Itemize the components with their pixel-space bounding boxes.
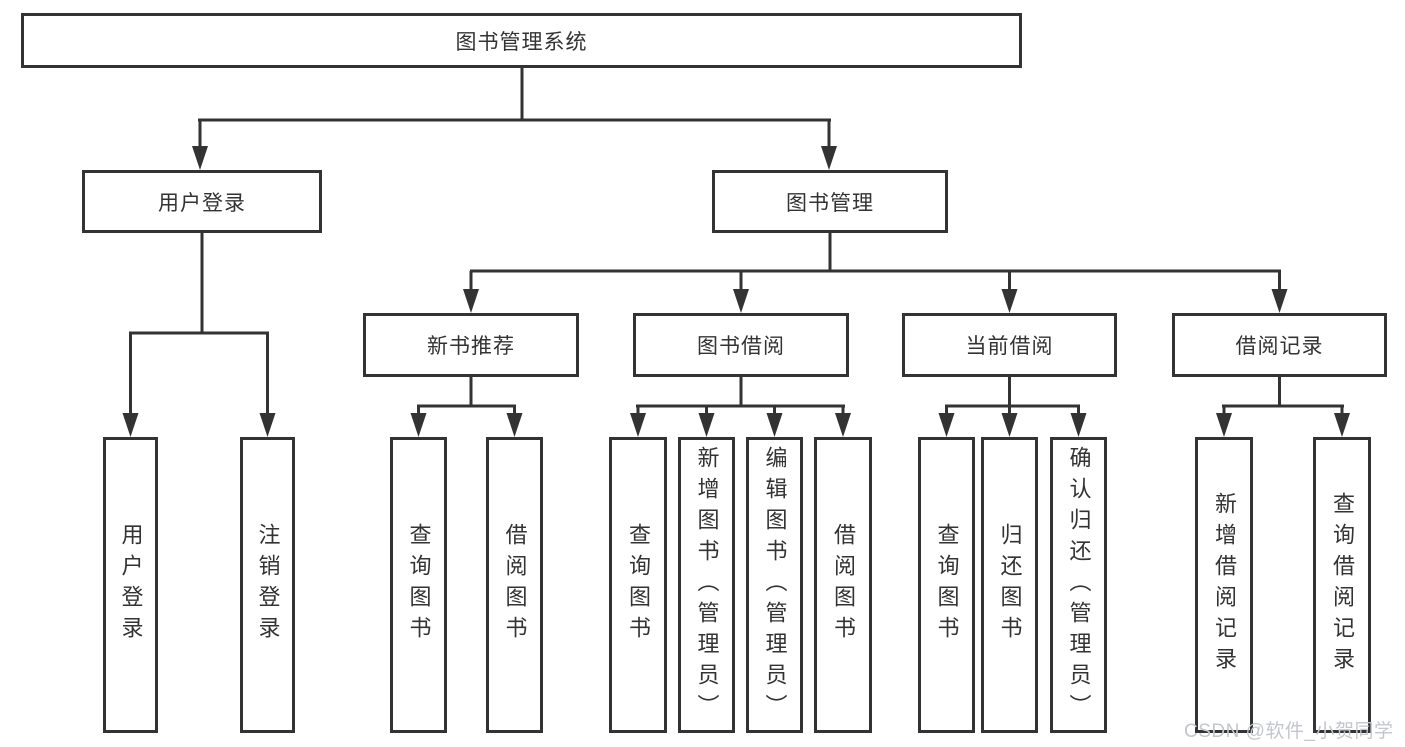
leaf-current-return-books: 归还图书 — [981, 437, 1038, 733]
leaf-records-query-borrow-record: 查询借阅记录 — [1313, 437, 1371, 733]
node-library-management-system: 图书管理系统 — [21, 13, 1022, 68]
node-book-borrowing: 图书借阅 — [633, 313, 849, 377]
leaf-current-query-books: 查询图书 — [918, 437, 975, 733]
leaf-records-add-borrow-record: 新增借阅记录 — [1195, 437, 1253, 733]
node-book-management: 图书管理 — [712, 170, 948, 233]
node-new-book-recommendation: 新书推荐 — [363, 313, 579, 377]
leaf-user-login: 用户登录 — [103, 437, 158, 733]
leaf-current-confirm-return-admin: 确认归还（管理员） — [1050, 437, 1107, 733]
node-borrowing-records: 借阅记录 — [1172, 313, 1387, 377]
leaf-recommend-borrow-books: 借阅图书 — [486, 437, 543, 733]
node-user-login: 用户登录 — [82, 170, 322, 233]
node-current-borrowing: 当前借阅 — [902, 313, 1117, 377]
leaf-borrowing-add-books-admin: 新增图书（管理员） — [678, 437, 735, 733]
leaf-recommend-query-books: 查询图书 — [390, 437, 447, 733]
watermark: CSDN @软件_小贺同学 — [1184, 721, 1394, 742]
leaf-borrowing-edit-books-admin: 编辑图书（管理员） — [746, 437, 803, 733]
leaf-borrowing-query-books: 查询图书 — [609, 437, 667, 733]
leaf-logout: 注销登录 — [240, 437, 295, 733]
leaf-borrowing-borrow-books: 借阅图书 — [814, 437, 872, 733]
